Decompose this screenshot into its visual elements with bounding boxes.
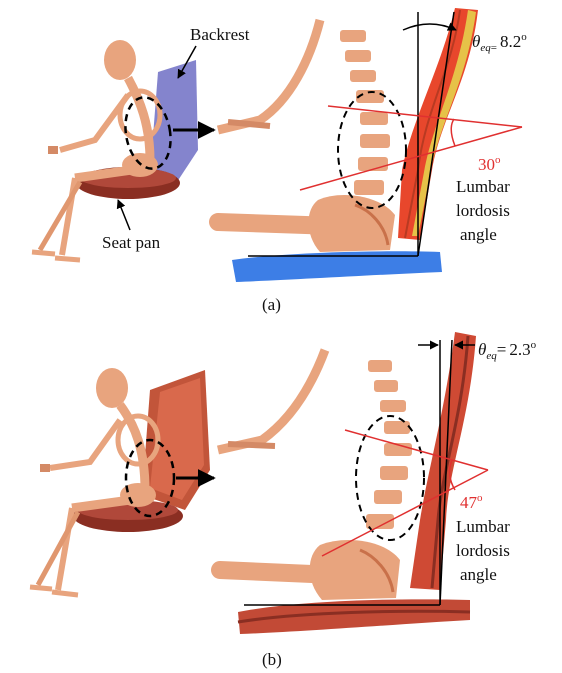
lordosis-caption-a-line2: lordosis (456, 201, 510, 220)
backrest-label-a: Backrest (190, 25, 250, 44)
panel-a: Backrest Seat pan (32, 8, 527, 314)
lordosis-caption-b-line2: lordosis (456, 541, 510, 560)
seat-pan-label-a: Seat pan (102, 233, 161, 252)
skull-b (96, 368, 128, 408)
lordosis-value-b: 47o (460, 492, 483, 512)
lordosis-caption-a-line3: angle (460, 225, 497, 244)
seated-skeleton-b (30, 368, 210, 595)
caption-a: (a) (262, 295, 281, 314)
vertebrae-b (366, 360, 412, 529)
lordosis-caption-b-line1: Lumbar (456, 517, 510, 536)
seat-pan-pointer-a (118, 200, 130, 230)
panel-b: θeq=2.3o 47o Lumbar lordosis angle (b) (30, 332, 537, 669)
lordosis-value-a: 30o (478, 154, 501, 174)
lordosis-arc-a (451, 119, 455, 146)
seated-skeleton-a (32, 40, 198, 260)
zoomed-spine-b (218, 332, 476, 634)
theta-eq-arc-a (403, 24, 456, 30)
skull-a (104, 40, 136, 80)
caption-b: (b) (262, 650, 282, 669)
theta-eq-label-b: θeq=2.3o (478, 339, 537, 362)
lordosis-upper-line-b (345, 430, 488, 470)
lordosis-caption-b-line3: angle (460, 565, 497, 584)
lordosis-caption-a-line1: Lumbar (456, 177, 510, 196)
zoomed-spine-a (218, 8, 478, 282)
theta-eq-label-a: θeq=8.2o (472, 31, 527, 54)
